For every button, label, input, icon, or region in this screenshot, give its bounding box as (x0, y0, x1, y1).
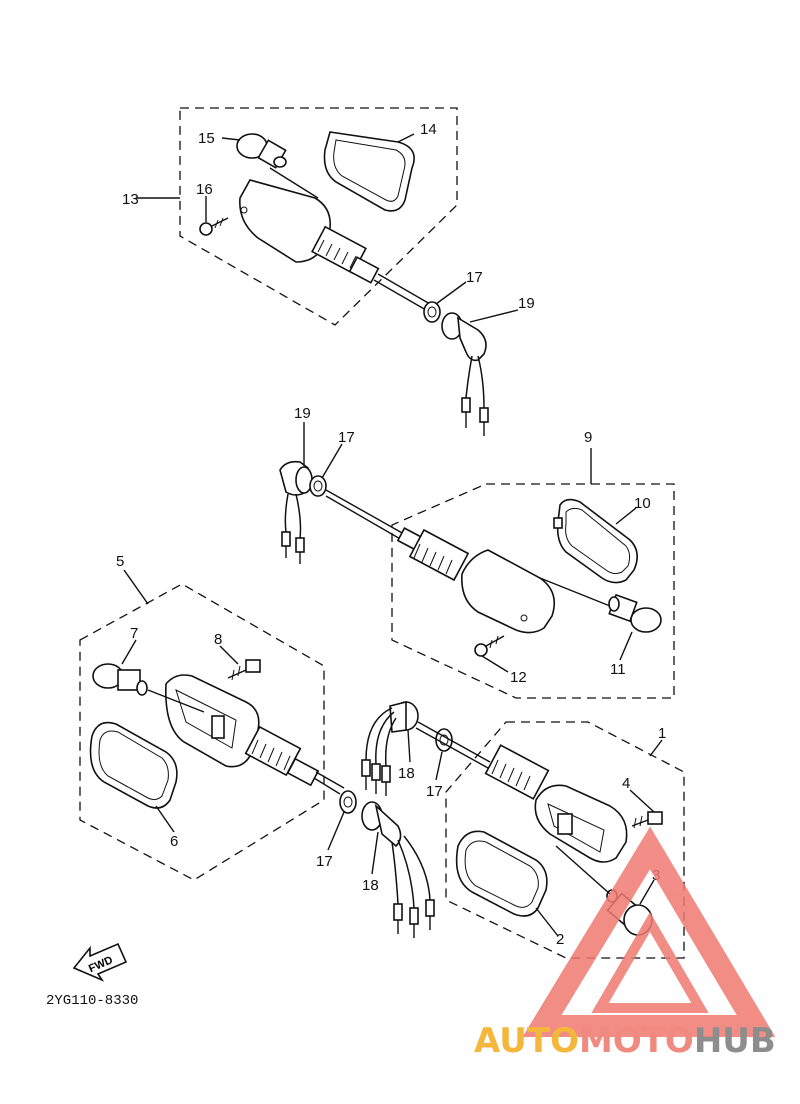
group-box-5 (79, 583, 325, 881)
callout-12: 12 (510, 669, 527, 686)
watermark-triangle (522, 826, 776, 1037)
watermark-hub: HUB (694, 1021, 776, 1061)
callout-19-top: 19 (518, 295, 535, 312)
nut-17-middle (309, 475, 327, 497)
callout-15: 15 (198, 130, 215, 147)
housing-9 (396, 527, 556, 634)
callout-13: 13 (122, 191, 139, 208)
callout-1: 1 (658, 725, 666, 742)
callout-17-middle: 17 (338, 429, 355, 446)
callout-9: 9 (584, 429, 592, 446)
callout-10: 10 (634, 495, 651, 512)
callout-11: 11 (610, 661, 626, 678)
bulb-7 (92, 663, 148, 696)
callout-17-top: 17 (466, 269, 483, 286)
callout-4: 4 (622, 775, 630, 792)
grommet-19-top (441, 312, 487, 362)
callout-16: 16 (196, 181, 213, 198)
bulb-11 (608, 593, 662, 633)
callout-5: 5 (116, 553, 124, 570)
diagram-code: 2YG110-8330 (46, 993, 138, 1009)
screw-16 (199, 217, 229, 236)
grommet-18-middle (389, 700, 419, 733)
housing-1 (484, 744, 628, 863)
lens-2 (455, 830, 548, 917)
callout-7: 7 (130, 625, 138, 642)
callout-19-middle: 19 (294, 405, 311, 422)
bulb-15 (236, 133, 287, 169)
assembly-5 (79, 569, 435, 938)
assembly-1 (361, 700, 685, 959)
grommet-19-middle (279, 460, 313, 496)
callout-2: 2 (556, 931, 564, 948)
group-box-13 (179, 107, 458, 326)
housing-5 (165, 674, 320, 787)
watermark-auto: AUTO (474, 1021, 579, 1061)
watermark-moto: MOTO (579, 1021, 694, 1061)
housing-13 (239, 179, 380, 284)
grommet-18-lower-left (361, 801, 402, 848)
callout-18-middle: 18 (398, 765, 415, 782)
lens-14 (323, 131, 415, 212)
callout-14: 14 (420, 121, 437, 138)
nut-17-lower-left (339, 790, 357, 814)
lens-10 (553, 498, 638, 584)
callout-numbers: 13 15 16 14 17 19 19 17 9 10 12 11 5 7 8… (116, 121, 666, 948)
watermark-text: AUTOMOTOHUB (474, 1021, 776, 1061)
callout-6: 6 (170, 833, 178, 850)
callout-17-lower-left: 17 (316, 853, 333, 870)
watermark-logo (522, 826, 776, 1037)
callout-8: 8 (214, 631, 222, 648)
fwd-arrow: FWD (72, 942, 128, 982)
nut-17-top (423, 301, 441, 323)
callout-18-lower-left: 18 (362, 877, 379, 894)
screw-8 (227, 659, 261, 681)
assembly-13 (136, 107, 519, 436)
lens-6 (89, 721, 178, 809)
screw-4 (631, 811, 663, 829)
assembly-9 (279, 422, 675, 699)
callout-17-lower-right: 17 (426, 783, 443, 800)
screw-12 (474, 635, 505, 657)
group-box-9 (391, 483, 675, 699)
